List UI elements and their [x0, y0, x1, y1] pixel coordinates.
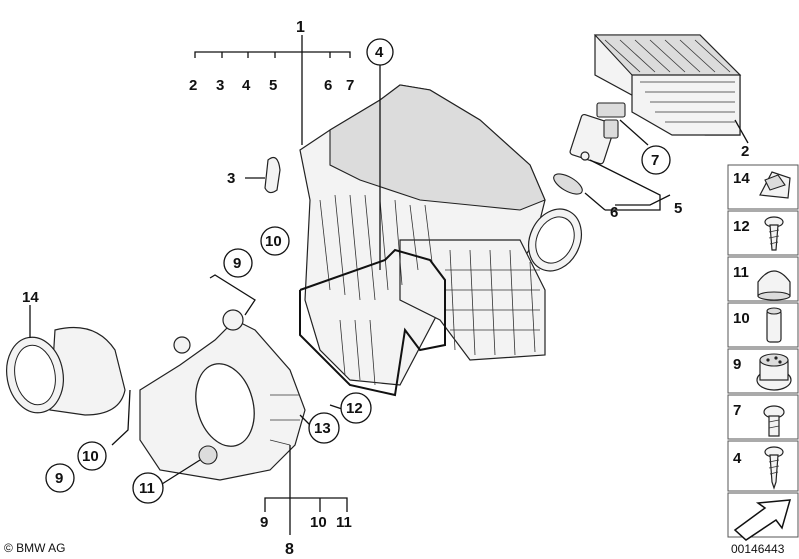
- legend-label-11: 11: [733, 264, 749, 281]
- sealing-ring: [553, 173, 583, 195]
- callout-5: 5: [269, 77, 277, 94]
- legend-label-10: 10: [733, 310, 750, 327]
- rubber-cap-icon: [757, 270, 791, 301]
- callout-10a: 10: [265, 233, 282, 250]
- screw-icon: [764, 216, 784, 251]
- callout-circle-11a: [132, 472, 164, 504]
- callout-9a: 9: [233, 255, 241, 272]
- callout-5-sensor: 5: [674, 200, 682, 217]
- callout-7-circled: 7: [651, 152, 659, 169]
- direction-arrow-icon: [733, 499, 792, 541]
- legend-label-12: 12: [733, 218, 750, 235]
- callout-9c: 9: [260, 514, 268, 531]
- copyright-text: © BMW AG: [4, 541, 66, 555]
- callout-6-ring: 6: [610, 204, 618, 221]
- legend-label-14: 14: [733, 170, 750, 187]
- intake-silencer-housing: [299, 84, 582, 397]
- torx-bolt-icon: [763, 405, 785, 437]
- callout-2: 2: [189, 77, 197, 94]
- part-number: 00146443: [731, 542, 785, 556]
- callout-10c: 10: [310, 514, 327, 531]
- callout-3: 3: [216, 77, 224, 94]
- callout-13: 13: [314, 420, 331, 437]
- grommet-icon: [756, 353, 792, 391]
- hardware-legend: 14 12 11 10 9 7 4: [727, 164, 799, 541]
- air-mass-sensor: [569, 102, 626, 165]
- intake-duct-resonator: [139, 309, 306, 481]
- callout-4-circled: 4: [375, 44, 384, 61]
- clip-nut-icon: [759, 171, 791, 199]
- callout-circle-10b: [77, 441, 107, 471]
- callout-circle-10a: [260, 226, 290, 256]
- self-tapping-screw-icon: [764, 446, 784, 490]
- legend-label-7: 7: [733, 402, 741, 419]
- callout-7: 7: [346, 77, 354, 94]
- callout-4: 4: [242, 77, 251, 94]
- callout-circle-12: [340, 392, 372, 424]
- callout-12: 12: [346, 400, 363, 417]
- callout-10b: 10: [82, 448, 99, 465]
- callout-1: 1: [296, 19, 305, 36]
- callout-circle-7: [641, 145, 671, 175]
- air-filter-element: [593, 34, 742, 136]
- callout-6: 6: [324, 77, 332, 94]
- callout-circle-13: [308, 412, 340, 444]
- callout-11b: 11: [336, 514, 352, 531]
- sleeve-icon: [766, 307, 782, 343]
- legend-label-4: 4: [733, 450, 742, 467]
- legend-label-9: 9: [733, 356, 741, 373]
- callout-circle-9b: [45, 463, 75, 493]
- callout-circle-4: [366, 38, 394, 66]
- callout-circle-9a: [223, 248, 253, 278]
- holder-clip: [264, 157, 281, 194]
- callout-2-filter: 2: [741, 143, 749, 160]
- callout-14: 14: [22, 289, 39, 306]
- intake-snorkel: [6, 326, 126, 416]
- callout-8: 8: [285, 541, 294, 558]
- callout-3-clip: 3: [227, 170, 235, 187]
- callout-9b: 9: [55, 470, 63, 487]
- callout-11a: 11: [139, 480, 155, 497]
